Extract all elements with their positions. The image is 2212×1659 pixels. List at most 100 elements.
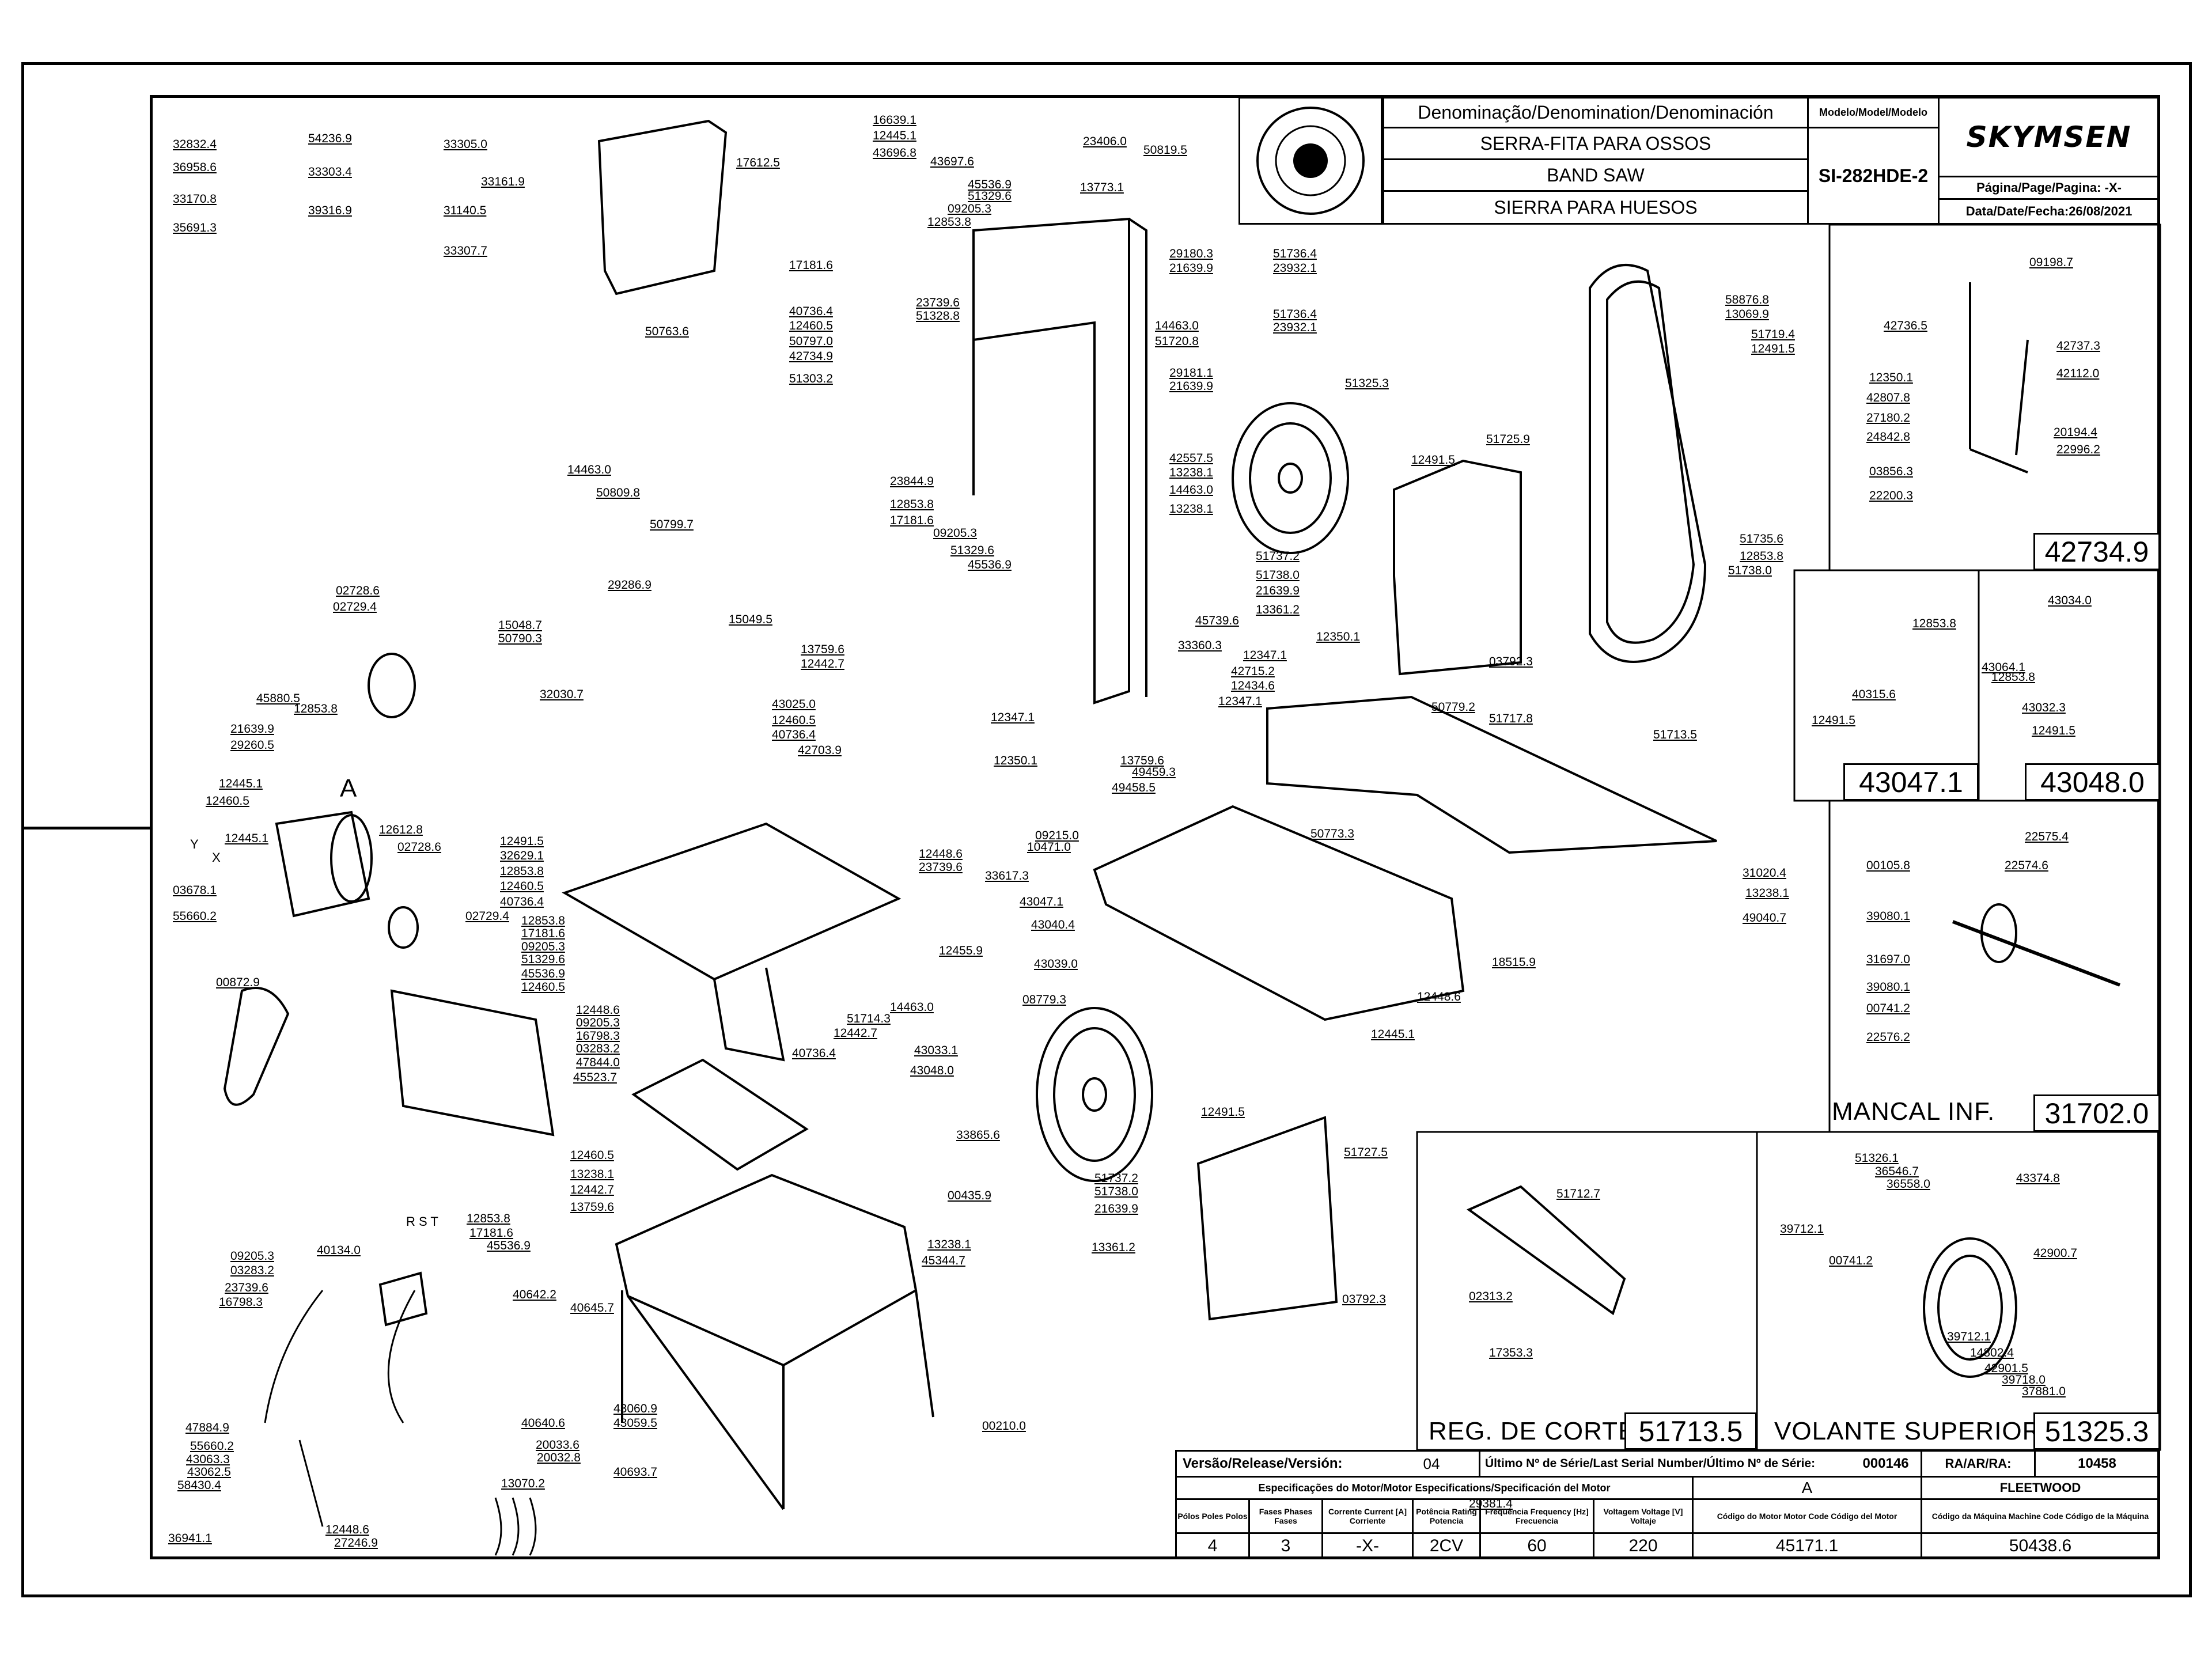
part-callout: 51329.6 (950, 544, 994, 557)
part-callout: 02729.4 (465, 910, 509, 923)
part-callout: 16798.3 (219, 1296, 263, 1309)
part-callout: 33307.7 (444, 244, 487, 257)
part-callout: 22996.2 (2056, 443, 2100, 456)
part-callout: 12460.5 (772, 714, 816, 727)
part-callout: 13238.1 (570, 1168, 614, 1181)
part-callout: 13238.1 (1169, 466, 1213, 479)
v-power: 2CV (1412, 1532, 1481, 1559)
part-callout: 51738.0 (1728, 564, 1772, 577)
chip-tray (631, 1058, 809, 1171)
part-callout: 00741.2 (1829, 1254, 1873, 1267)
part-letter: X (212, 850, 221, 865)
part-callout: 12448.6 (325, 1523, 369, 1536)
motor-brand: FLEETWOOD (1921, 1476, 2160, 1500)
part-callout: 09205.3 (576, 1016, 620, 1029)
part-callout: 43048.0 (910, 1064, 954, 1077)
part-callout: 03856.3 (1869, 465, 1913, 478)
h-poles: Pólos Poles Polos (1175, 1498, 1250, 1534)
part-callout: 45344.7 (922, 1254, 965, 1267)
part-callout: 40640.6 (521, 1416, 565, 1430)
part-callout: 23932.1 (1273, 321, 1317, 334)
wheel-guard (1393, 459, 1522, 676)
part-callout: 00105.8 (1866, 859, 1910, 872)
part-callout: 22576.2 (1866, 1031, 1910, 1044)
part-callout: 43039.0 (1034, 957, 1078, 971)
part-callout: 12350.1 (994, 754, 1037, 767)
drawing-frame (150, 95, 2160, 1559)
h-current: Corrente Current [A] Corriente (1321, 1498, 1414, 1534)
h-machine-code: Código da Máquina Machine Code Código de… (1921, 1498, 2160, 1534)
part-callout: 29180.3 (1169, 247, 1213, 260)
part-callout: 09205.3 (948, 202, 991, 215)
part-letter: R S T (406, 1214, 438, 1229)
part-callout: 32629.1 (500, 849, 544, 862)
part-callout: 17181.6 (469, 1226, 513, 1240)
part-callout: 23406.0 (1083, 135, 1127, 148)
part-callout: 50797.0 (789, 335, 833, 348)
part-callout: 51329.6 (521, 953, 565, 966)
detail-caption-6: VOLANTE SUPERIOR (1774, 1417, 2041, 1445)
version-value: 04 (1423, 1455, 1440, 1472)
part-callout: 43374.8 (2016, 1172, 2060, 1185)
part-callout: 40736.4 (792, 1047, 836, 1060)
part-callout: 12853.8 (1912, 617, 1956, 630)
part-callout: 37881.0 (2022, 1385, 2066, 1398)
part-letter: A (340, 774, 357, 802)
part-callout: 15048.7 (498, 619, 542, 632)
part-callout: 03678.1 (173, 884, 217, 897)
motor-col-a: A (1692, 1476, 1922, 1500)
part-callout: 23844.9 (890, 475, 934, 488)
part-callout: 51727.5 (1344, 1146, 1388, 1159)
part-callout: 14463.0 (567, 463, 611, 476)
part-callout: 12491.5 (1411, 453, 1455, 467)
contactor (378, 1271, 428, 1327)
part-callout: 21639.9 (1094, 1202, 1138, 1215)
part-callout: 39080.1 (1866, 910, 1910, 923)
part-callout: 23739.6 (916, 296, 960, 309)
part-callout: 58876.8 (1725, 293, 1769, 306)
part-callout: 13238.1 (1745, 887, 1789, 900)
drive-frame (562, 822, 902, 981)
wiring (264, 1290, 416, 1527)
h-power: Potência Rating Potencia (1412, 1498, 1481, 1534)
part-callout: 50799.7 (650, 518, 694, 531)
part-callout: 33617.3 (985, 869, 1029, 882)
part-callout: 17353.3 (1489, 1346, 1533, 1359)
page-frame (21, 62, 2192, 1597)
part-callout: 31697.0 (1866, 953, 1910, 966)
part-callout: 39080.1 (1866, 980, 1910, 994)
part-callout: 51737.2 (1094, 1172, 1138, 1185)
part-callout: 43697.6 (930, 155, 974, 168)
part-callout: 16639.1 (873, 113, 916, 127)
part-callout: 51325.3 (1345, 377, 1389, 390)
v-current: -X- (1321, 1532, 1414, 1559)
part-callout: 42703.9 (798, 744, 842, 757)
part-callout: 16798.3 (576, 1029, 620, 1043)
part-callout: 22575.4 (2025, 830, 2069, 843)
part-callout: 40642.2 (513, 1288, 556, 1301)
part-callout: 13361.2 (1256, 603, 1300, 616)
part-callout: 12853.8 (500, 865, 544, 878)
part-callout: 08779.3 (1022, 993, 1066, 1006)
part-callout: 43040.4 (1031, 918, 1075, 931)
v-motor-code: 45171.1 (1692, 1532, 1922, 1559)
part-callout: 00741.2 (1866, 1002, 1910, 1015)
model-header: Modelo/Model/Modelo (1807, 97, 1940, 128)
band-blade-inner (1606, 280, 1695, 644)
part-callout: 12853.8 (1740, 550, 1783, 563)
denomination-header: Denominação/Denomination/Denominación (1382, 97, 1809, 128)
part-callout: 12491.5 (1751, 342, 1795, 355)
detail-number-3: 43048.0 (2025, 763, 2160, 801)
part-callout: 51736.4 (1273, 247, 1317, 260)
part-callout: 42736.5 (1884, 319, 1927, 332)
part-callout: 51326.1 (1855, 1152, 1899, 1165)
part-callout: 12853.8 (1991, 671, 2035, 684)
part-callout: 51719.4 (1751, 328, 1795, 341)
part-callout: 50763.6 (645, 325, 689, 338)
authorized-seal-icon (1256, 107, 1365, 215)
part-callout: 17612.5 (736, 156, 780, 169)
part-callout: 03283.2 (576, 1042, 620, 1055)
detail-caption-5: REG. DE CORTE (1429, 1417, 1636, 1445)
part-callout: 49458.5 (1112, 781, 1156, 794)
part-callout: 10471.0 (1027, 840, 1071, 854)
